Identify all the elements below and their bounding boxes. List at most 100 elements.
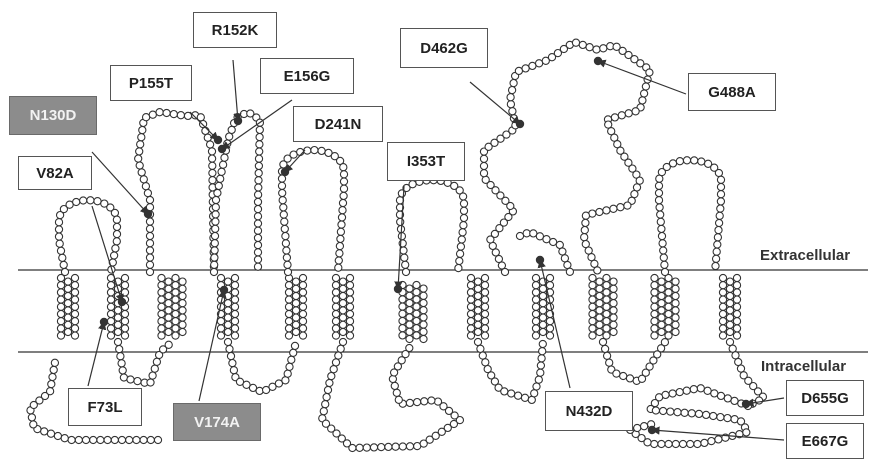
residue	[71, 318, 78, 325]
residue	[651, 325, 658, 332]
residue	[57, 282, 64, 289]
residue	[550, 238, 557, 245]
residue	[172, 310, 179, 317]
residue	[285, 318, 292, 325]
residue	[165, 285, 172, 292]
residue	[283, 247, 290, 254]
residue	[255, 162, 262, 169]
mutated-residue-g488a	[594, 57, 602, 65]
residue	[406, 321, 413, 328]
residue	[144, 190, 151, 197]
residue	[683, 387, 690, 394]
residue	[121, 318, 128, 325]
residue	[286, 363, 293, 370]
residue	[406, 307, 413, 314]
residue	[165, 292, 172, 299]
residue	[420, 328, 427, 335]
residue	[202, 127, 209, 134]
residue	[230, 367, 237, 374]
residue	[212, 211, 219, 218]
residue	[596, 285, 603, 292]
mutated-residue-n130d	[144, 210, 152, 218]
residue	[335, 264, 342, 271]
residue	[163, 109, 170, 116]
residue	[420, 292, 427, 299]
residue	[50, 366, 57, 373]
residue	[111, 209, 118, 216]
residue	[655, 182, 662, 189]
residue	[474, 338, 481, 345]
residue	[716, 219, 723, 226]
residue	[661, 339, 668, 346]
residue	[231, 325, 238, 332]
residue	[715, 227, 722, 234]
residue	[82, 436, 89, 443]
residue	[658, 233, 665, 240]
residue	[515, 67, 522, 74]
residue	[71, 303, 78, 310]
residue	[539, 307, 546, 314]
residue	[659, 240, 666, 247]
mutated-residue-v82a	[118, 298, 126, 306]
residue	[582, 219, 589, 226]
arrow-f73l	[88, 322, 104, 386]
residue	[626, 375, 633, 382]
residue	[338, 221, 345, 228]
mutation-label-e667g: E667G	[786, 423, 864, 459]
residue	[149, 111, 156, 118]
residue	[212, 196, 219, 203]
residue	[231, 289, 238, 296]
residue	[71, 310, 78, 317]
residue	[346, 296, 353, 303]
residue	[57, 296, 64, 303]
residue	[719, 282, 726, 289]
residue	[212, 204, 219, 211]
residue	[71, 332, 78, 339]
residue	[467, 282, 474, 289]
residue	[719, 310, 726, 317]
residue	[397, 218, 404, 225]
residue	[311, 147, 318, 154]
residue	[224, 338, 231, 345]
residue	[672, 328, 679, 335]
residue	[292, 285, 299, 292]
residue	[539, 300, 546, 307]
residue	[651, 332, 658, 339]
residue	[481, 332, 488, 339]
residue	[665, 318, 672, 325]
residue	[589, 296, 596, 303]
residue	[716, 212, 723, 219]
residue	[256, 148, 263, 155]
residue	[529, 62, 536, 69]
residue	[399, 325, 406, 332]
residue	[332, 289, 339, 296]
residue	[217, 325, 224, 332]
residue	[87, 197, 94, 204]
residue	[559, 248, 566, 255]
residue	[515, 392, 522, 399]
residue	[589, 303, 596, 310]
residue	[209, 155, 216, 162]
residue	[399, 303, 406, 310]
residue	[572, 39, 579, 46]
residue	[651, 289, 658, 296]
residue	[135, 155, 142, 162]
mutated-residue-p155t	[214, 136, 222, 144]
residue	[602, 345, 609, 352]
residue	[413, 281, 420, 288]
residue	[726, 278, 733, 285]
residue	[332, 325, 339, 332]
residue	[318, 147, 325, 154]
residue	[687, 440, 694, 447]
residue	[158, 282, 165, 289]
residue	[231, 332, 238, 339]
residue	[57, 318, 64, 325]
residue	[339, 285, 346, 292]
residue	[172, 318, 179, 325]
residue	[332, 359, 339, 366]
residue	[165, 314, 172, 321]
residue	[285, 282, 292, 289]
residue	[285, 296, 292, 303]
residue	[113, 231, 120, 238]
